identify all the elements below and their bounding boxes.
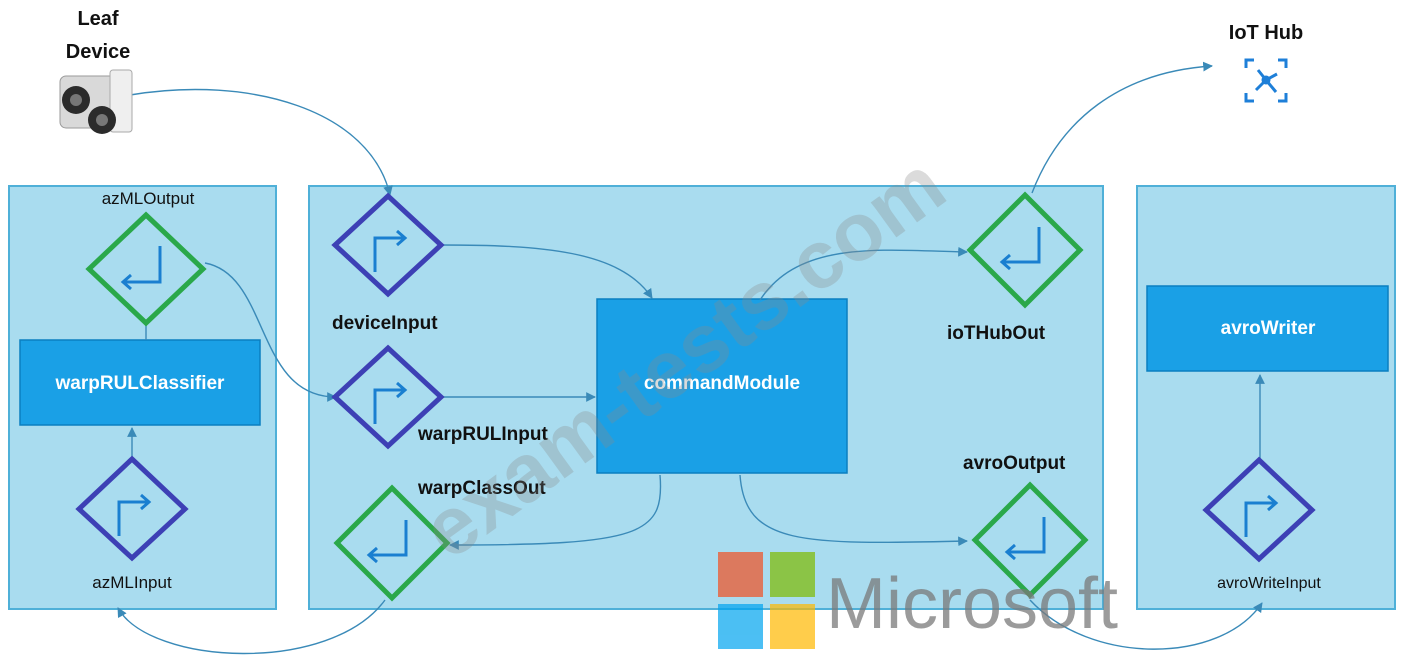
leaf-device-label-line1: Leaf [77,8,118,30]
leaf-device-label-line2: Device [66,41,131,63]
iot-hub-out-label: ioTHubOut [947,323,1046,344]
avro-writer-label: avroWriter [1221,318,1316,339]
device-input-label: deviceInput [332,313,438,334]
input-arrowhead-icon [396,229,408,247]
warp-rul-input-label: warpRULInput [417,424,548,445]
warp-class-out-to-azml-input-connector [117,599,386,655]
azml-input-port[interactable] [75,455,189,562]
device-input-to-command-connector [440,244,653,299]
output-arrowhead-icon [999,253,1011,271]
iot-hub-out-port[interactable] [966,191,1084,309]
avro-write-input-label: avroWriteInput [1217,575,1321,592]
output-arrow-icon [370,520,408,557]
output-arrowhead-icon [1004,543,1016,561]
avro-writer-module[interactable]: avroWriter [1146,285,1389,372]
output-arrowhead-icon [120,273,132,291]
command-module-label: commandModule [644,373,800,394]
iot-hub-icon [1244,58,1288,103]
command-to-warp-class-out-connector [449,474,662,550]
input-arrow-icon [1244,501,1275,537]
command-to-iot-hub-out-connector [759,246,968,301]
input-arrowhead-icon [396,381,408,399]
azml-output-port[interactable] [85,211,207,327]
warp-class-out-label: warpClassOut [417,478,546,499]
input-arrow-icon [373,236,404,272]
output-arrow-icon [124,246,162,284]
azml-output-label: azMLOutput [102,189,195,208]
command-to-avro-output-connector [739,474,968,547]
output-arrowhead-icon [366,546,378,564]
device-input-port[interactable] [331,192,445,298]
warp-class-out-port[interactable] [333,484,451,602]
warp-rul-input-port[interactable] [331,344,445,450]
avro-output-to-avro-write-input-connector [1029,599,1263,650]
warp-rul-classifier-module[interactable]: warpRULClassifier [19,339,261,426]
input-arrow-icon [117,500,148,536]
avro-output-label: avroOutput [963,453,1066,474]
azml-output-to-warp-rul-input-connector [204,262,337,402]
microsoft-logo-text: Microsoft [826,564,1118,644]
leaf-to-device-input-connector [129,88,393,196]
avro-write-input-port[interactable] [1202,456,1316,563]
warp-rul-classifier-label: warpRULClassifier [55,373,226,394]
right-panel [1136,185,1396,610]
sensor-device-icon [59,69,133,134]
input-arrow-icon [373,388,404,424]
input-arrowhead-icon [1267,494,1279,512]
output-arrow-icon [1008,517,1046,554]
command-module[interactable]: commandModule [596,298,848,474]
input-arrowhead-icon [140,493,152,511]
iot-hub-out-to-iot-hub-connector [1031,61,1213,194]
output-arrow-icon [1003,227,1041,264]
azml-input-label: azMLInput [92,573,172,592]
avro-output-port[interactable] [971,481,1089,599]
iot-hub-label: IoT Hub [1229,22,1303,44]
microsoft-logo-icon [718,552,815,649]
